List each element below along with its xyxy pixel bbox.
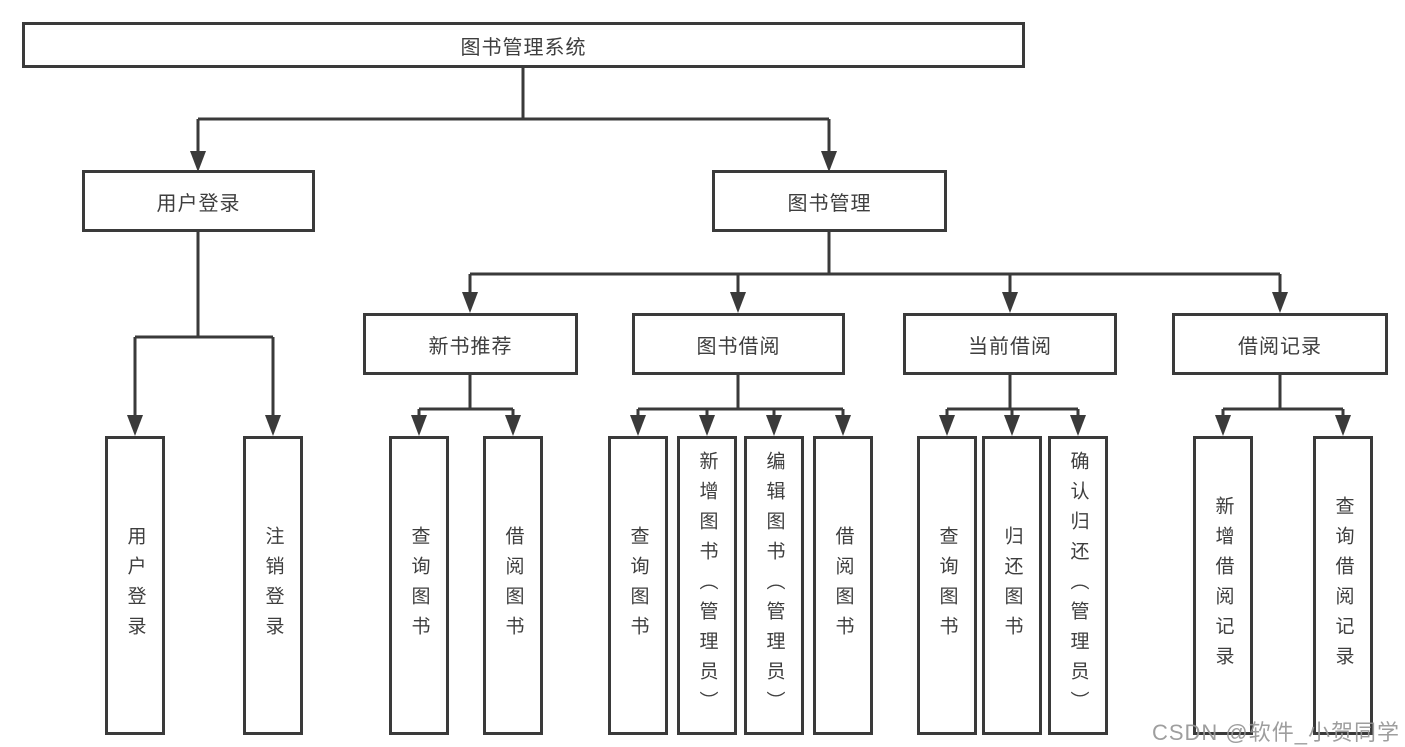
node-query-books-recommend: 查询图书 xyxy=(389,436,449,735)
node-label: 确认归还（管理员） xyxy=(1067,450,1089,721)
node-label: 新增图书（管理员） xyxy=(696,450,718,721)
node-confirm-return-admin: 确认归还（管理员） xyxy=(1048,436,1108,735)
node-label: 借阅图书 xyxy=(832,525,854,646)
node-query-borrow-record: 查询借阅记录 xyxy=(1313,436,1373,735)
node-label: 新书推荐 xyxy=(428,335,513,358)
node-label: 查询图书 xyxy=(408,525,430,646)
node-label: 图书借阅 xyxy=(696,335,781,358)
node-query-books-current: 查询图书 xyxy=(917,436,977,735)
node-borrow-books-leaf: 借阅图书 xyxy=(813,436,873,735)
node-label: 借阅记录 xyxy=(1238,335,1322,358)
node-user-login-leaf: 用户登录 xyxy=(105,436,165,735)
node-borrowing-records: 借阅记录 xyxy=(1172,313,1388,375)
node-edit-book-admin: 编辑图书（管理员） xyxy=(744,436,804,735)
node-label: 图书管理 xyxy=(787,192,872,215)
csdn-watermark: CSDN @软件_小贺同学 xyxy=(1151,720,1400,745)
node-add-borrow-record: 新增借阅记录 xyxy=(1193,436,1253,735)
node-label: 注销登录 xyxy=(262,525,284,646)
node-label: 用户登录 xyxy=(124,525,146,646)
node-book-borrowing: 图书借阅 xyxy=(632,313,845,375)
node-borrow-books-recommend: 借阅图书 xyxy=(483,436,543,735)
node-label: 用户登录 xyxy=(156,192,241,215)
node-query-books-borrow: 查询图书 xyxy=(608,436,668,735)
node-label: 图书管理系统 xyxy=(460,36,587,59)
node-return-books: 归还图书 xyxy=(982,436,1042,735)
node-add-book-admin: 新增图书（管理员） xyxy=(677,436,737,735)
node-label: 新增借阅记录 xyxy=(1212,495,1234,676)
node-label: 当前借阅 xyxy=(968,335,1052,358)
node-user-login: 用户登录 xyxy=(82,170,315,232)
arrowheads xyxy=(127,151,1351,436)
node-label: 查询借阅记录 xyxy=(1332,495,1354,676)
node-current-borrowing: 当前借阅 xyxy=(903,313,1117,375)
node-label: 借阅图书 xyxy=(502,525,524,646)
node-label: 编辑图书（管理员） xyxy=(763,450,785,721)
node-label: 查询图书 xyxy=(936,525,958,646)
node-library-management-system: 图书管理系统 xyxy=(22,22,1025,68)
node-label: 归还图书 xyxy=(1001,525,1023,646)
node-logout-login: 注销登录 xyxy=(243,436,303,735)
connector-strokes xyxy=(133,68,1345,420)
node-new-book-recommendation: 新书推荐 xyxy=(363,313,578,375)
node-label: 查询图书 xyxy=(627,525,649,646)
node-book-management: 图书管理 xyxy=(712,170,947,232)
